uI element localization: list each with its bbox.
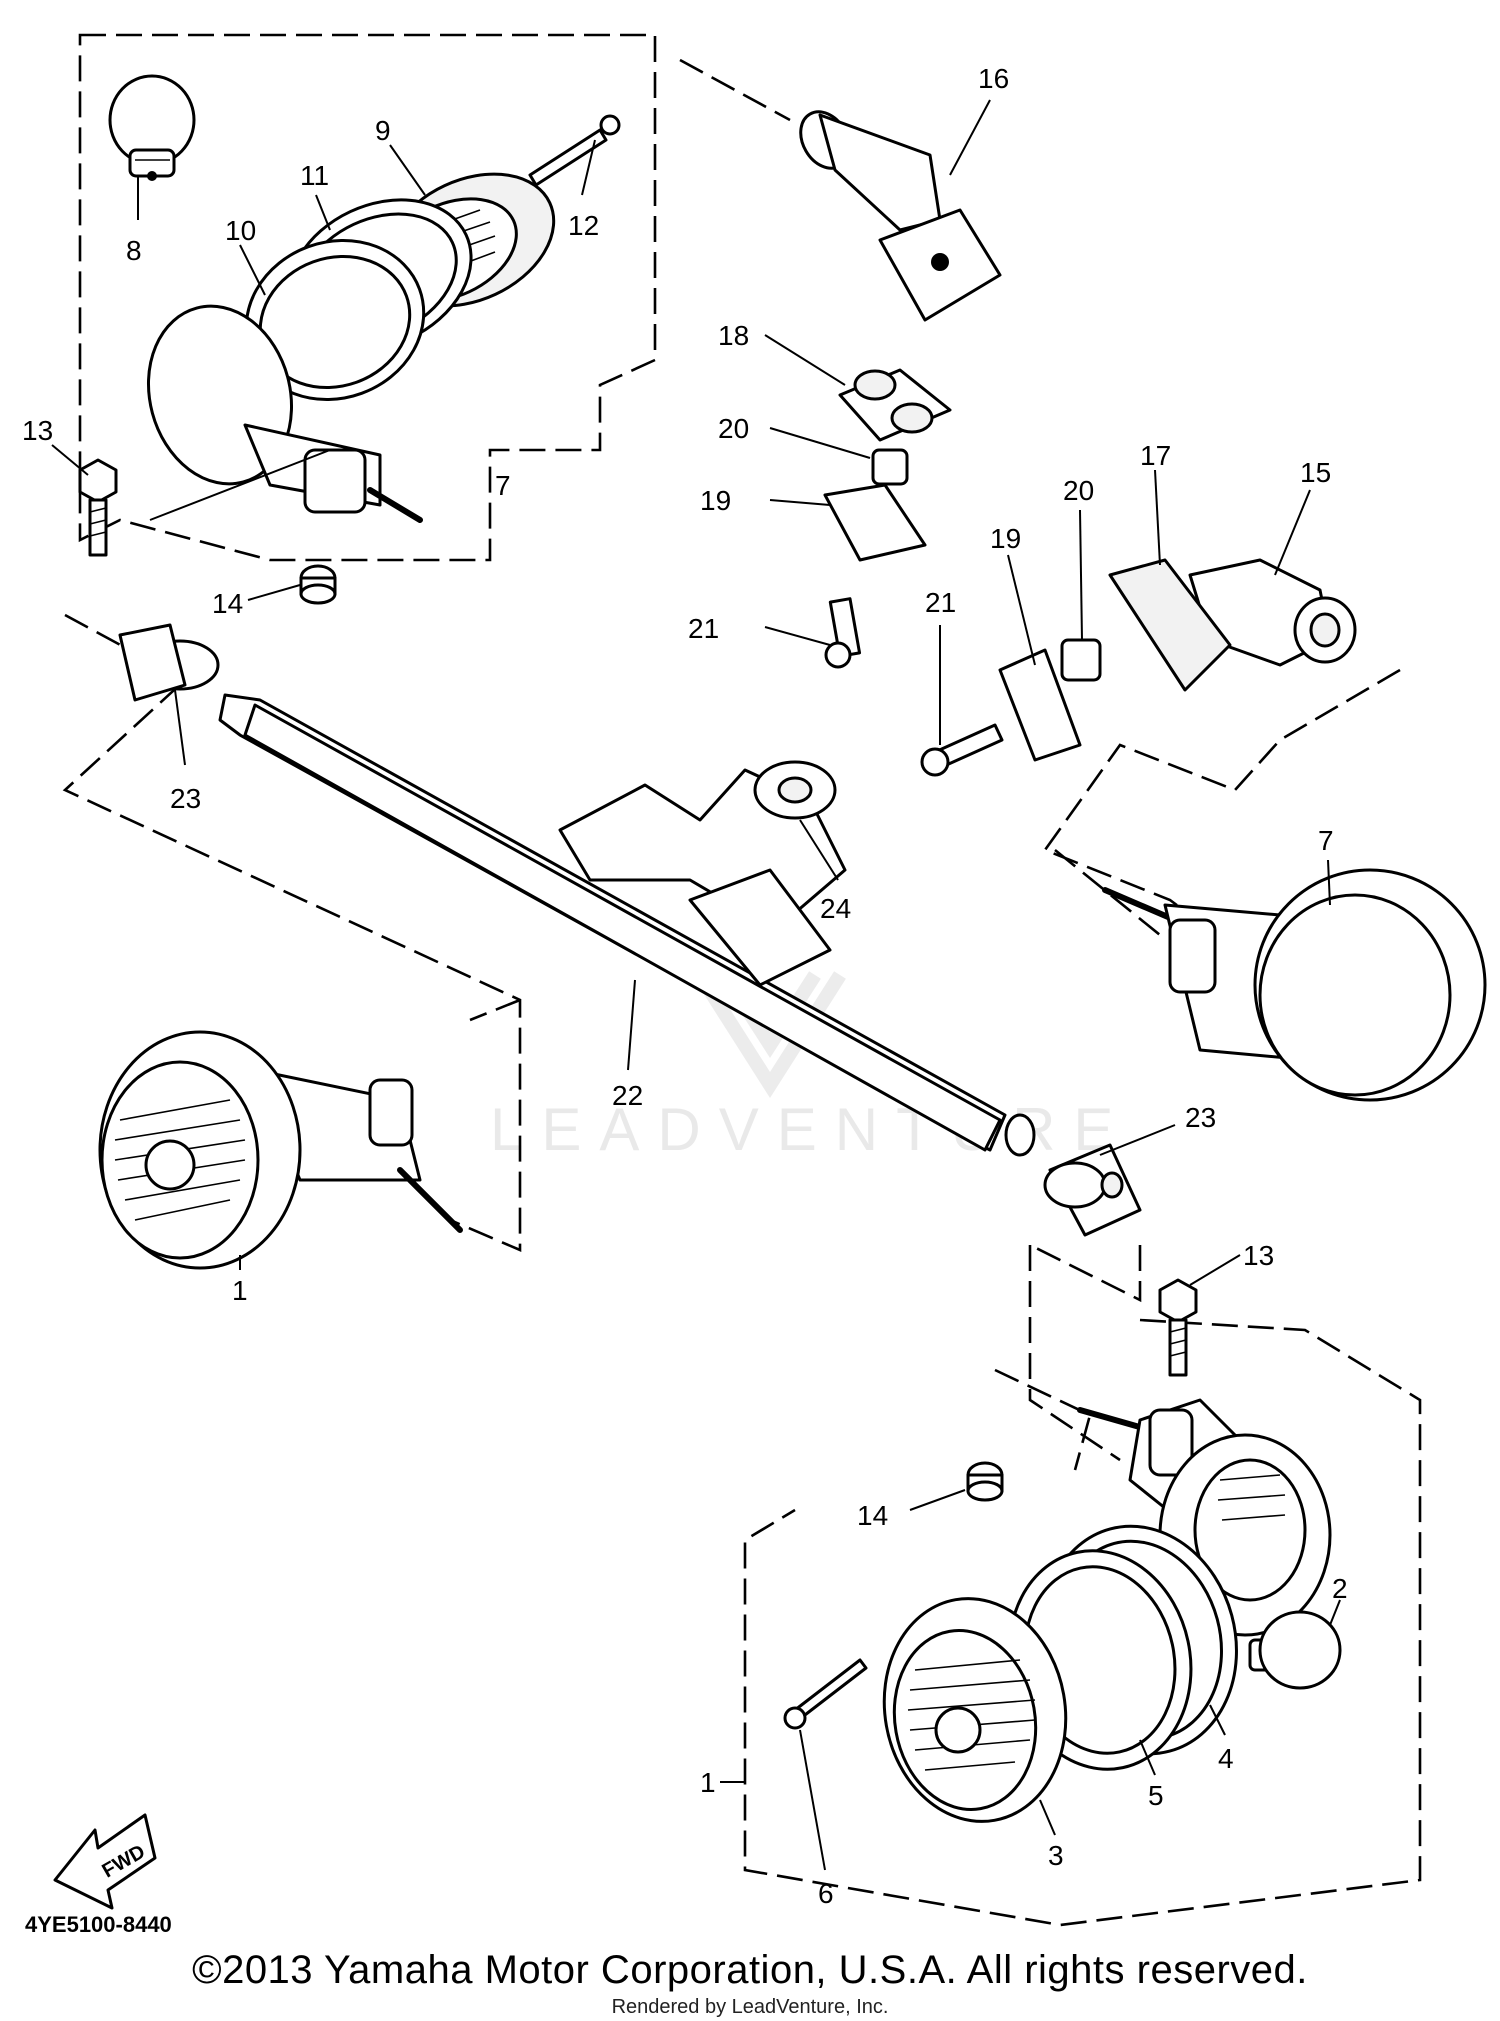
bolt-13-lower [1158,1278,1198,1377]
bolt-13-upper [78,458,118,557]
callout-8: 8 [126,235,142,266]
collar-20-lower [1060,638,1102,682]
bulb-2 [1248,1610,1342,1690]
callout-5: 5 [1148,1780,1164,1811]
callout-2: 2 [1332,1573,1348,1604]
plate-19-upper [823,483,927,562]
nut-14-upper [299,564,337,605]
stay-16 [799,110,1002,322]
callout-13-lower: 13 [1243,1240,1274,1271]
rear-bracket-group [679,58,1401,962]
callout-14-upper: 14 [212,588,243,619]
callout-23-left: 23 [170,783,201,814]
diagram-code: 4YE5100-8440 [25,1912,172,1937]
callout-22: 22 [612,1080,643,1111]
rear-left-turn-signal-group [78,33,657,605]
exploded-view-svg: LEADVENTURE [22,33,1487,1937]
bracket-24 [558,760,847,987]
callout-21-upper: 21 [688,613,719,644]
callout-14-lower: 14 [857,1500,888,1531]
fwd-arrow-icon: FWD [53,1813,157,1910]
front-left-turn-signal [98,998,521,1270]
callout-23-right: 23 [1185,1102,1216,1133]
screw-12 [528,114,621,187]
bulb-8 [108,74,196,181]
lens-3 [882,1597,1068,1823]
watermark-text: LEADVENTURE [490,1096,1131,1163]
damper-18 [838,368,952,442]
bolt-21-upper [824,597,862,669]
callout-19-lower: 19 [990,523,1021,554]
callout-20-upper: 20 [718,413,749,444]
callout-13-upper: 13 [22,415,53,446]
front-right-turn-signal-group [743,1243,1422,1927]
screw-6 [783,1658,868,1730]
callout-1-right: 1 [700,1767,716,1798]
callout-4: 4 [1218,1743,1234,1774]
callout-24: 24 [820,893,851,924]
bar-assembly [62,613,1142,1252]
callout-6: 6 [818,1878,834,1909]
damper-17 [1108,558,1232,692]
callout-19-upper: 19 [700,485,731,516]
callout-1-left: 1 [232,1275,248,1306]
callout-20-lower: 20 [1063,475,1094,506]
bolt-21-lower [920,723,1004,777]
collar-20-upper [871,448,909,486]
callout-10: 10 [225,215,256,246]
leader-lines [51,99,1341,1871]
plate-19-lower [998,648,1082,762]
callout-18: 18 [718,320,749,351]
callout-labels: 8 9 10 11 12 13 7 14 16 18 20 19 21 20 1… [22,63,1348,1909]
copyright-notice: ©2013 Yamaha Motor Corporation, U.S.A. A… [192,1948,1308,1992]
rear-right-turn-signal [1054,848,1487,1102]
callout-17: 17 [1140,440,1171,471]
callout-9: 9 [375,115,391,146]
callout-11: 11 [300,160,329,191]
rendered-by-notice: Rendered by LeadVenture, Inc. [611,1996,889,2018]
nut-14-lower [966,1461,1004,1502]
callout-16: 16 [978,63,1009,94]
callout-21-lower: 21 [925,587,956,618]
end-cap-23-right [1043,1143,1142,1237]
callout-15: 15 [1300,457,1331,488]
callout-7-upper: 7 [495,470,511,501]
callout-7-right: 7 [1318,825,1334,856]
callout-3: 3 [1048,1840,1064,1871]
end-cap-23-left [118,623,220,702]
housing-7 [146,304,423,523]
callout-12: 12 [568,210,599,241]
